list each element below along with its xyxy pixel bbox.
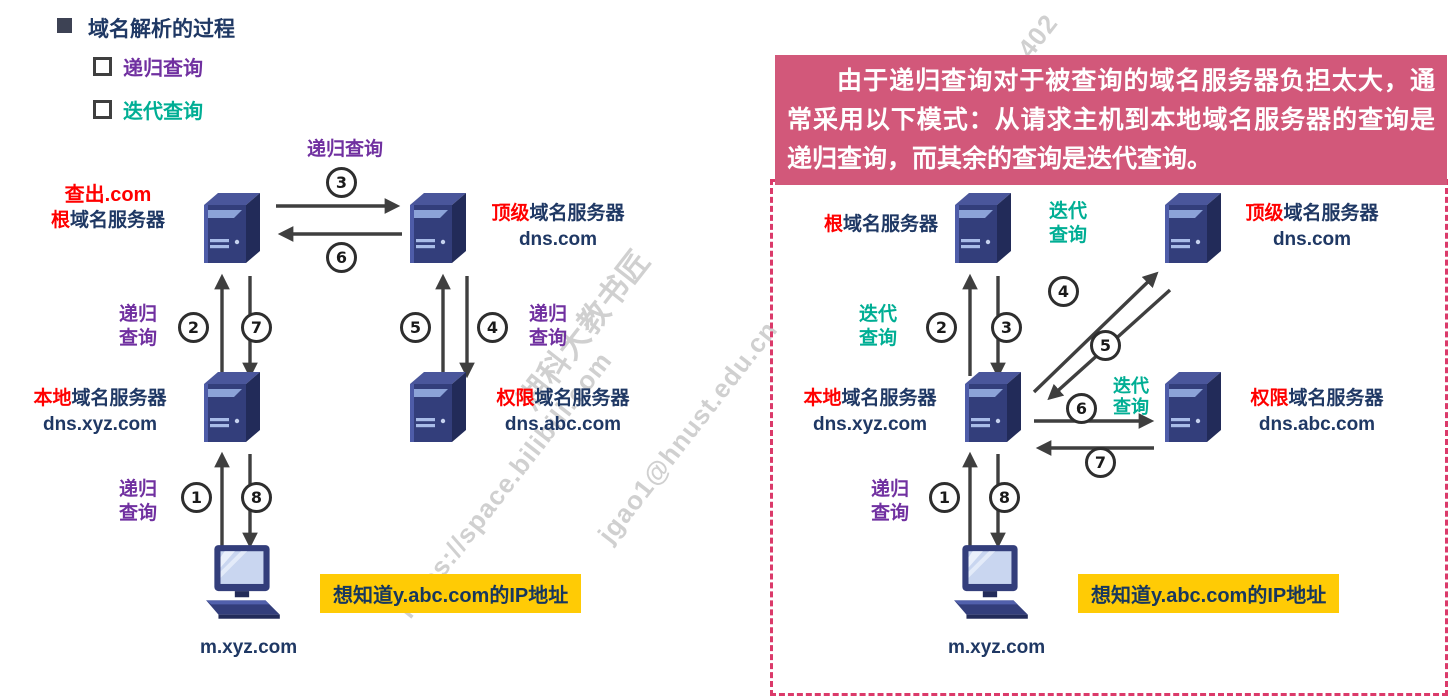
- root-server-icon: [203, 193, 261, 263]
- server-name: 本地域名服务器: [803, 388, 937, 409]
- host-computer-icon-right: [946, 545, 1036, 627]
- page-title: 域名解析的过程: [88, 18, 235, 41]
- server-name: 权限域名服务器: [496, 388, 630, 409]
- root-server-icon-right: [954, 193, 1012, 263]
- auth-server-icon: [409, 372, 467, 442]
- server-name: 顶级域名服务器: [1245, 203, 1379, 224]
- server-name: 根域名服务器: [823, 214, 939, 235]
- server-domain: dns.xyz.com: [42, 414, 158, 435]
- local-server-icon: [203, 372, 261, 442]
- legend-item-iterative: 迭代查询: [123, 101, 203, 123]
- server-name: 顶级域名服务器: [491, 203, 625, 224]
- step-badge-6-right: 6: [1066, 393, 1097, 424]
- step-badge-5-right: 5: [1090, 330, 1121, 361]
- step-badge-6: 6: [326, 242, 357, 273]
- step-badge-4: 4: [477, 312, 508, 343]
- tld-server-label: 顶级域名服务器 dns.com: [478, 201, 638, 253]
- step-badge-3-right: 3: [991, 312, 1022, 343]
- mode-explanation-note: 由于递归查询对于被查询的域名服务器负担太大，通常采用以下模式：从请求主机到本地域…: [775, 55, 1447, 185]
- step-badge-2-right: 2: [926, 312, 957, 343]
- local-server-label: 本地域名服务器 dns.xyz.com: [12, 386, 188, 438]
- step-badge-5: 5: [400, 312, 431, 343]
- server-domain: dns.abc.com: [504, 414, 622, 435]
- server-domain: dns.xyz.com: [812, 414, 928, 435]
- server-domain: dns.com: [1272, 229, 1352, 250]
- server-name: 权限域名服务器: [1250, 388, 1384, 409]
- host-computer-icon: [198, 545, 288, 627]
- goal-callout-right: 想知道y.abc.com的IP地址: [1078, 574, 1340, 613]
- host-name-label: m.xyz.com: [200, 637, 298, 658]
- lookup-result-label: 查出.com: [64, 184, 152, 206]
- local-server-label-right: 本地域名服务器 dns.xyz.com: [780, 386, 960, 438]
- legend-item-recursive: 递归查询: [123, 58, 203, 80]
- step-badge-4-right: 4: [1048, 276, 1079, 307]
- step-badge-7: 7: [241, 312, 272, 343]
- step-badge-1-right: 1: [929, 482, 960, 513]
- step-badge-8: 8: [241, 482, 272, 513]
- step-badge-8-right: 8: [989, 482, 1020, 513]
- query-label-recursive-left: 递归 查询: [118, 304, 157, 349]
- query-label-iterative-left: 迭代 查询: [858, 304, 897, 349]
- step-badge-3: 3: [326, 167, 357, 198]
- title-bullet-square: [57, 18, 72, 33]
- query-label-recursive-bottom-right: 递归 查询: [870, 479, 909, 524]
- local-server-icon-right: [964, 372, 1022, 442]
- query-label-recursive-top: 递归查询: [306, 139, 383, 160]
- query-label-iterative-mid: 迭代 查询: [1113, 376, 1149, 417]
- legend-iterative-checkbox: [93, 100, 112, 119]
- root-server-label: 查出.com 根域名服务器: [20, 182, 196, 234]
- tld-server-icon-right: [1164, 193, 1222, 263]
- server-name: 根域名服务器: [50, 210, 166, 231]
- step-badge-1: 1: [181, 482, 212, 513]
- auth-server-label: 权限域名服务器 dns.abc.com: [478, 386, 648, 438]
- tld-server-icon: [409, 193, 467, 263]
- query-label-iterative-top: 迭代 查询: [1048, 201, 1087, 246]
- server-domain: dns.abc.com: [1258, 414, 1376, 435]
- goal-callout: 想知道y.abc.com的IP地址: [320, 574, 582, 613]
- server-domain: dns.com: [518, 229, 598, 250]
- step-badge-7-right: 7: [1085, 447, 1116, 478]
- auth-server-icon-right: [1164, 372, 1222, 442]
- root-server-label-right: 根域名服务器: [806, 212, 956, 238]
- legend-recursive-checkbox: [93, 57, 112, 76]
- auth-server-label-right: 权限域名服务器 dns.abc.com: [1232, 386, 1402, 438]
- query-label-recursive-bottom: 递归 查询: [118, 479, 157, 524]
- tld-server-label-right: 顶级域名服务器 dns.com: [1232, 201, 1392, 253]
- query-label-recursive-right: 递归 查询: [528, 304, 567, 349]
- step-badge-2: 2: [178, 312, 209, 343]
- server-name: 本地域名服务器: [33, 388, 167, 409]
- host-name-label-right: m.xyz.com: [948, 637, 1046, 658]
